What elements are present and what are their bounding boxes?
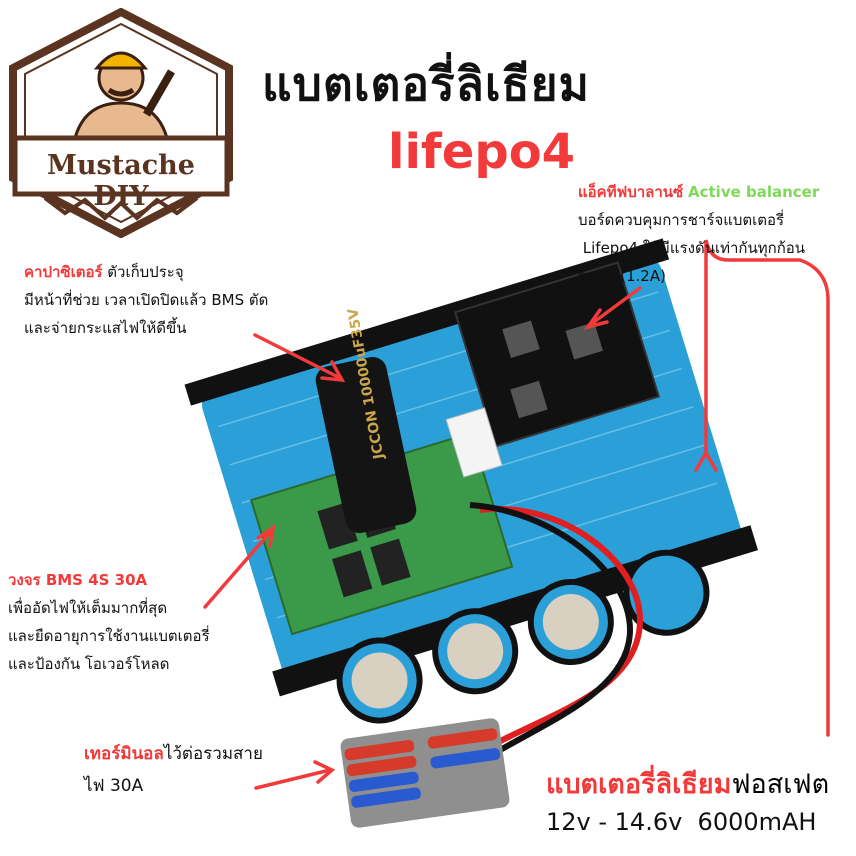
arrow-battery (694, 239, 830, 737)
arrow-terminal (254, 760, 336, 790)
balancer-line: บอร์ดควบคุมการชาร์จแบตเตอรี่ (578, 211, 785, 229)
bms-line: และยืดอายุการใช้งานแบตเตอรี่ (8, 627, 210, 645)
capacitor-title-rest: ตัวเก็บประจุ (102, 263, 184, 281)
capacitor-annotation: คาปาซิเตอร์ ตัวเก็บประจุ มีหน้าที่ช่วย เ… (24, 258, 268, 342)
arrow-balancer (583, 286, 642, 330)
battery-spec: 12v - 14.6v 6000mAH (546, 808, 817, 836)
capacitor-title: คาปาซิเตอร์ (24, 263, 103, 281)
bms-line: และป้องกัน โอเวอร์โหลด (8, 655, 170, 673)
page-title: แบตเตอรี่ลิเธียม (262, 57, 590, 111)
arrow-bms (203, 524, 276, 609)
balancer-line: Lifepo4 ให้มีแรงดันเท่ากันทุกก้อน (578, 239, 806, 257)
balancer-board (453, 261, 660, 448)
capacitor-line: และจ่ายกระแสไฟให้ดีขึ้น (24, 319, 187, 337)
bms-line: เพื่ออัดไฟให้เต็มมากที่สุด (8, 599, 168, 617)
balancer-annotation: แอ็คทีฟบาลานซ์ Active balancer บอร์ดควบค… (578, 178, 819, 290)
battery-title: แบตเตอรี่ลิเธียม (546, 769, 732, 800)
bms-title: วงจร BMS 4S 30A (8, 571, 148, 589)
brand-logo: Mustache DIY (5, 7, 237, 239)
bms-annotation: วงจร BMS 4S 30A เพื่ออัดไฟให้เต็มมากที่ส… (8, 566, 210, 678)
logo-brand-text: Mustache DIY (47, 150, 195, 212)
terminal-connector (340, 718, 510, 828)
terminal-annotation: เทอร์มินอลไว้ต่อรวมสาย ไฟ 30A (84, 738, 263, 802)
battery-pack (184, 238, 758, 724)
battery-annotation-title: แบตเตอรี่ลิเธียมฟอสเฟต (546, 762, 829, 805)
balancer-title-th: แอ็คทีฟบาลานซ์ (578, 183, 684, 201)
capacitor-line: มีหน้าที่ช่วย เวลาเปิดปิดแล้ว BMS ตัด (24, 291, 269, 309)
balancer-title-en: Active balancer (688, 183, 820, 201)
balancer-line: รุ่น 4S(1.2A) (578, 267, 666, 285)
capacitor: JCCON 10000uF35V (315, 307, 417, 534)
terminal-title-rest: ไว้ต่อรวมสาย (163, 744, 263, 764)
arrow-capacitor (253, 333, 346, 383)
terminal-line: ไฟ 30A (84, 776, 144, 796)
page-subtitle: lifepo4 (388, 124, 576, 180)
battery-title-rest: ฟอสเฟต (731, 769, 830, 800)
terminal-title: เทอร์มินอล (84, 744, 164, 764)
